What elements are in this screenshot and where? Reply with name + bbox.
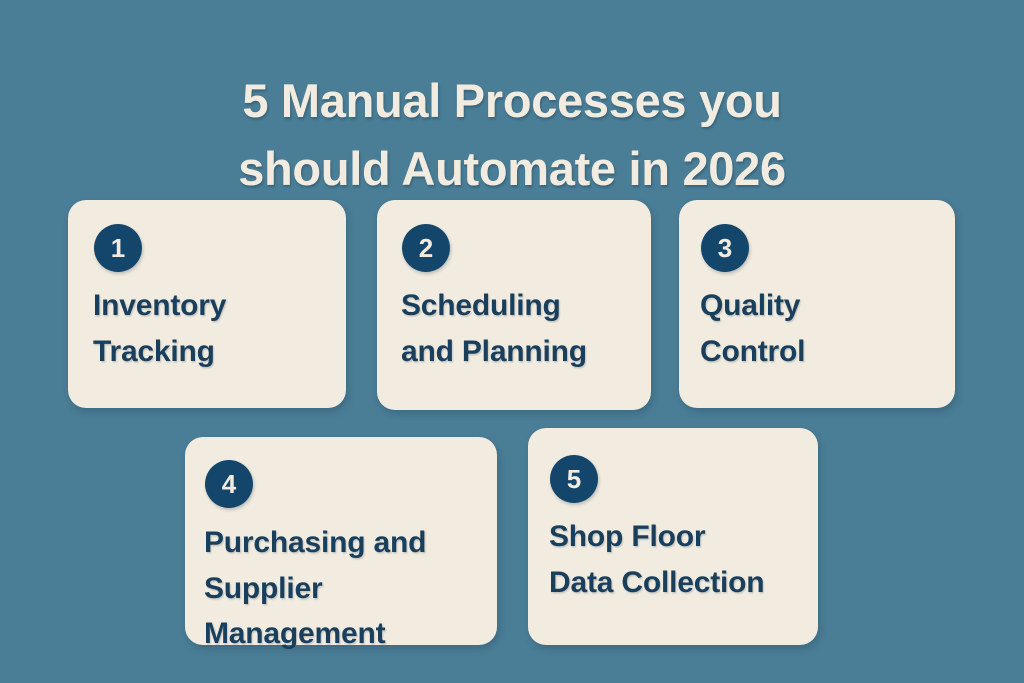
- process-card-title: Scheduling and Planning: [401, 289, 587, 368]
- step-number-badge: 1: [94, 224, 142, 272]
- step-number-badge: 5: [550, 455, 598, 503]
- step-number-badge: 3: [701, 224, 749, 272]
- step-number-badge: 2: [402, 224, 450, 272]
- page-title: 5 Manual Processes you should Automate i…: [238, 74, 786, 195]
- process-card-2[interactable]: 2 Scheduling and Planning: [377, 200, 651, 410]
- process-card-title: Shop Floor Data Collection: [549, 520, 765, 599]
- process-card-3[interactable]: 3 Quality Control: [679, 200, 955, 408]
- process-card-title: Purchasing and Supplier Management: [204, 526, 427, 651]
- process-card-5[interactable]: 5 Shop Floor Data Collection: [528, 428, 818, 645]
- process-card-4[interactable]: 4 Purchasing and Supplier Management: [185, 437, 497, 650]
- process-card-title: Quality Control: [700, 289, 806, 368]
- process-card-1[interactable]: 1 Inventory Tracking: [68, 200, 346, 408]
- process-card-title: Inventory Tracking: [93, 289, 227, 368]
- step-number-badge: 4: [205, 460, 253, 508]
